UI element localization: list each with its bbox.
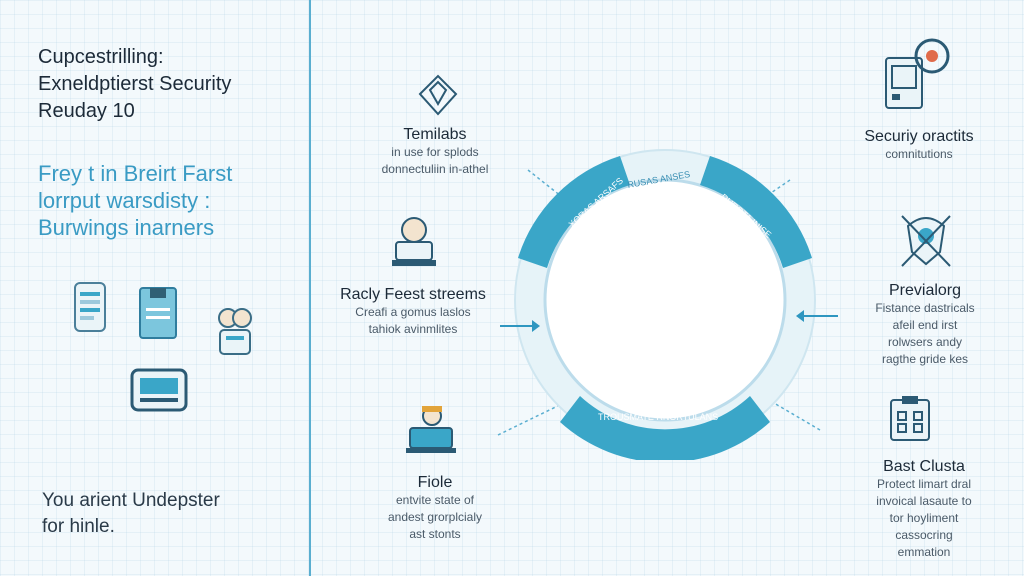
node-fiole-line-3: ast stonts	[409, 527, 461, 541]
ring-segment-right[interactable]	[700, 156, 812, 268]
node-temilabs-title: Temilabs	[403, 126, 467, 143]
footer-line-2: for hinle.	[42, 516, 115, 537]
node-previalorg[interactable]: Previalorg Fistance dastricals afeil end…	[840, 282, 1010, 368]
footer-text: You arient Undepster for hinle.	[42, 488, 302, 540]
arrow-right-icon	[796, 310, 838, 322]
worker-laptop-icon	[406, 406, 456, 453]
node-temilabs-line-1: in use for splods	[391, 145, 479, 159]
panel-divider	[309, 0, 311, 576]
server-gear-icon	[885, 38, 950, 109]
crest-icon	[901, 215, 951, 267]
node-racly-line-2: tahiok avinmlites	[368, 322, 458, 336]
node-security-title: Securiy oractits	[864, 128, 974, 145]
ring-segment-left[interactable]	[518, 156, 630, 268]
ring-segment-bottom[interactable]	[560, 396, 770, 460]
node-fiole-title: Fiole	[417, 474, 453, 491]
node-racly-title: Racly Feest streems	[340, 286, 486, 303]
monitor-icon	[130, 368, 188, 412]
title-line-1: Cupcestrilling:	[38, 46, 164, 68]
title-line-2: Exneldptierst Security	[38, 73, 232, 95]
node-fiole-line-1: entvite state of	[395, 493, 475, 507]
node-fiole[interactable]: Fiole entvite state of andest grorplcial…	[360, 474, 510, 543]
node-previalorg-line-1: Fistance dastricals	[875, 301, 975, 315]
node-bast-line-3: tor hoyliment	[889, 511, 959, 525]
phone-icon	[74, 282, 106, 332]
page-subtitle: Frey t in Breirt Farst lorrput warsdisty…	[38, 160, 298, 241]
arrow-left-icon	[500, 320, 540, 332]
node-racly[interactable]: Racly Feest streems Creafi a gomus laslo…	[318, 286, 508, 338]
page-title: Cupcestrilling: Exneldptierst Security R…	[38, 44, 298, 125]
node-bast-line-4: cassocring	[895, 528, 953, 542]
node-temilabs-line-2: donnectuliin in-athel	[381, 162, 489, 176]
cycle-ring: XORAS ARSAFS RUSAS ANSES RUROTA INISE TR…	[497, 149, 838, 460]
clipboard-icon	[890, 396, 930, 441]
robot-icon	[218, 308, 252, 355]
subtitle-line-1: Frey t in Breirt Farst	[38, 161, 233, 186]
shield-icon	[418, 74, 458, 116]
node-racly-line-1: Creafi a gomus laslos	[355, 305, 471, 319]
node-previalorg-line-2: afeil end irst	[892, 318, 958, 332]
title-line-3: Reuday 10	[38, 100, 135, 122]
node-bast[interactable]: Bast Clusta Protect limart dral invoical…	[834, 458, 1014, 561]
node-fiole-line-2: andest grorplcialy	[387, 510, 483, 524]
node-bast-title: Bast Clusta	[883, 458, 965, 475]
person-laptop-icon	[392, 217, 436, 266]
node-bast-line-1: Protect limart dral	[876, 477, 972, 491]
node-previalorg-line-4: ragthe gride kes	[881, 352, 969, 366]
subtitle-line-2: lorrput warsdisty :	[38, 188, 211, 213]
node-security[interactable]: Securiy oractits comnitutions	[834, 128, 1004, 163]
ring-label-bottom: TROUSMATE RNORTULANS	[598, 412, 718, 422]
node-security-line-1: comnitutions	[885, 147, 953, 161]
tablet-icon	[139, 287, 177, 339]
connector-top-left	[527, 169, 577, 209]
node-bast-line-2: invoical lasaute to	[876, 494, 972, 508]
node-bast-line-5: emmation	[897, 545, 951, 559]
node-previalorg-line-3: rolwsers andy	[887, 335, 963, 349]
footer-line-1: You arient Undepster	[42, 490, 220, 511]
subtitle-line-3: Burwings inarners	[38, 215, 215, 240]
node-temilabs[interactable]: Temilabs in use for splods donnectuliin …	[350, 126, 520, 178]
node-previalorg-title: Previalorg	[888, 282, 962, 299]
